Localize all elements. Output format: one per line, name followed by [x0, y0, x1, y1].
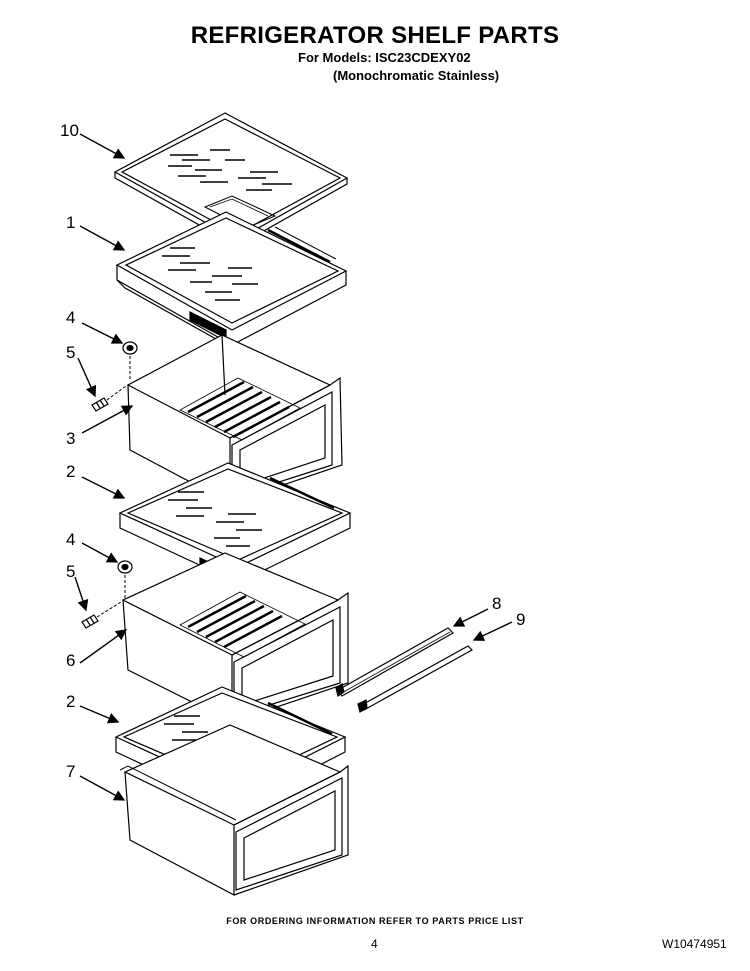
callout-7: 7	[66, 762, 76, 781]
part-5-screw-upper	[91, 397, 109, 412]
callout-2-upper: 2	[66, 462, 76, 481]
callout-3: 3	[66, 429, 76, 448]
ordering-note: FOR ORDERING INFORMATION REFER TO PARTS …	[226, 916, 524, 926]
callout-6: 6	[66, 651, 76, 670]
callout-2-lower: 2	[66, 692, 76, 711]
part-3-crisper-drawer	[126, 334, 343, 504]
part-1-shelf-assembly	[115, 211, 348, 349]
callout-4-lower: 4	[66, 530, 76, 549]
page-number: 4	[371, 937, 378, 951]
models-line: For Models: ISC23CDEXY02	[298, 50, 471, 65]
part-7-bottom-drawer	[119, 724, 349, 896]
part-4-roller-lower	[117, 560, 133, 574]
callout-5-upper: 5	[66, 343, 76, 362]
part-9-slide-rail	[357, 645, 473, 713]
variant-line: (Monochromatic Stainless)	[333, 68, 500, 83]
callout-10: 10	[60, 121, 79, 140]
callout-1: 1	[66, 213, 76, 232]
callout-4-upper: 4	[66, 308, 76, 327]
callout-5-lower: 5	[66, 562, 76, 581]
page-title: REFRIGERATOR SHELF PARTS	[190, 22, 560, 49]
part-8-slide-rail	[335, 627, 454, 697]
callout-8: 8	[492, 594, 502, 613]
part-5-screw-lower	[81, 614, 99, 629]
document-number: W10474951	[662, 937, 727, 951]
callout-9: 9	[516, 610, 526, 629]
part-4-roller-upper	[122, 341, 138, 355]
callout-arrows	[74, 133, 513, 801]
